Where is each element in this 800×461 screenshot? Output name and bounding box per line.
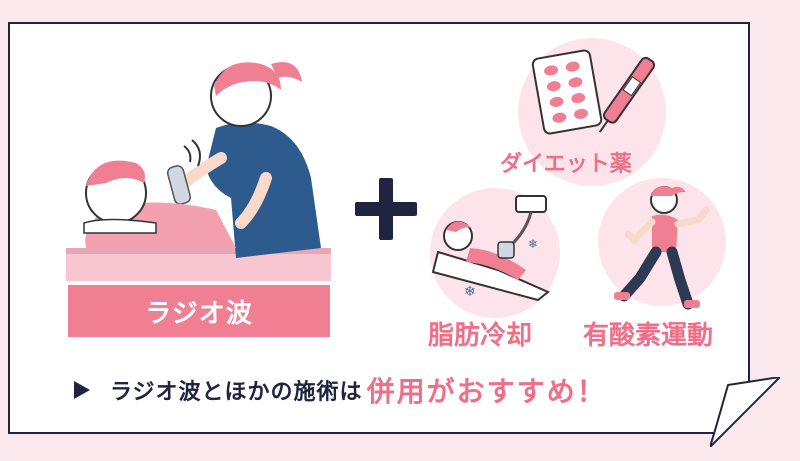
page-fold-corner <box>710 377 780 447</box>
exercise-label: 有酸素運動 <box>583 321 714 351</box>
radio-wave-treatment-illustration <box>66 62 331 281</box>
radio-wave-label: ラジオ波 <box>68 285 330 337</box>
recommendation-prefix: ラジオ波とほかの施術は <box>110 380 363 405</box>
svg-text:❄: ❄ <box>464 284 476 300</box>
svg-text:❄: ❄ <box>528 237 538 251</box>
fat-cooling-illustration: ❄ ❄ <box>431 195 550 302</box>
running-woman-illustration <box>614 186 710 310</box>
recommendation-line: ラジオ波とほかの施術は 併用がおすすめ！ <box>74 370 611 410</box>
plus-icon <box>355 178 417 240</box>
pills-and-injector-icon <box>531 49 656 135</box>
recommendation-emphasis: 併用がおすすめ！ <box>364 370 611 410</box>
cryo-label: 脂肪冷却 <box>428 321 533 351</box>
diet-medicine-label: ダイエット薬 <box>500 152 632 177</box>
triangle-bullet-icon <box>74 381 90 399</box>
